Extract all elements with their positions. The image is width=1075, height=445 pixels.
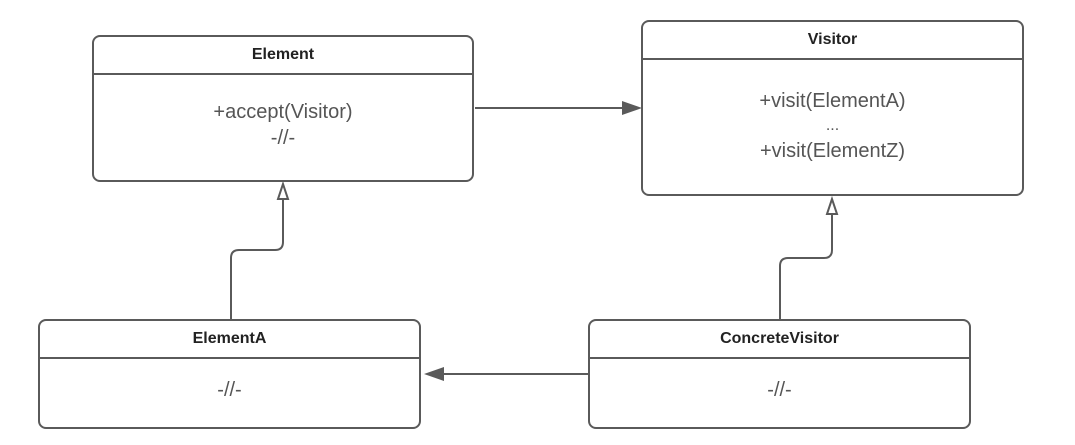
member-visit-elementz: +visit(ElementZ) xyxy=(759,140,906,162)
inheritance-concretevisitor-to-visitor xyxy=(779,195,839,320)
member-accept-method: +accept(Visitor) xyxy=(213,101,353,123)
member-placeholder: -//- xyxy=(270,127,296,149)
class-visitor-members: +visit(ElementA) ... +visit(ElementZ) xyxy=(643,88,1022,164)
member-visit-elementa: +visit(ElementA) xyxy=(759,90,906,112)
association-element-to-visitor xyxy=(475,101,642,115)
class-visitor[interactable]: Visitor +visit(ElementA) ... +visit(Elem… xyxy=(641,20,1024,196)
class-element-title: Element xyxy=(94,37,472,75)
class-concretevisitor-members: -//- xyxy=(590,377,969,403)
class-element[interactable]: Element +accept(Visitor) -//- xyxy=(92,35,474,182)
member-placeholder: -//- xyxy=(767,379,792,401)
class-visitor-title: Visitor xyxy=(643,22,1022,60)
class-concretevisitor[interactable]: ConcreteVisitor -//- xyxy=(588,319,971,429)
class-element-members: +accept(Visitor) -//- xyxy=(94,99,472,151)
association-concretevisitor-to-elementa xyxy=(424,367,590,381)
class-elementa-members: -//- xyxy=(40,377,419,403)
inheritance-elementa-to-element xyxy=(230,180,290,320)
class-concretevisitor-title: ConcreteVisitor xyxy=(590,321,969,359)
member-ellipsis: ... xyxy=(825,117,840,134)
class-elementa[interactable]: ElementA -//- xyxy=(38,319,421,429)
member-placeholder: -//- xyxy=(217,379,242,401)
class-elementa-title: ElementA xyxy=(40,321,419,359)
